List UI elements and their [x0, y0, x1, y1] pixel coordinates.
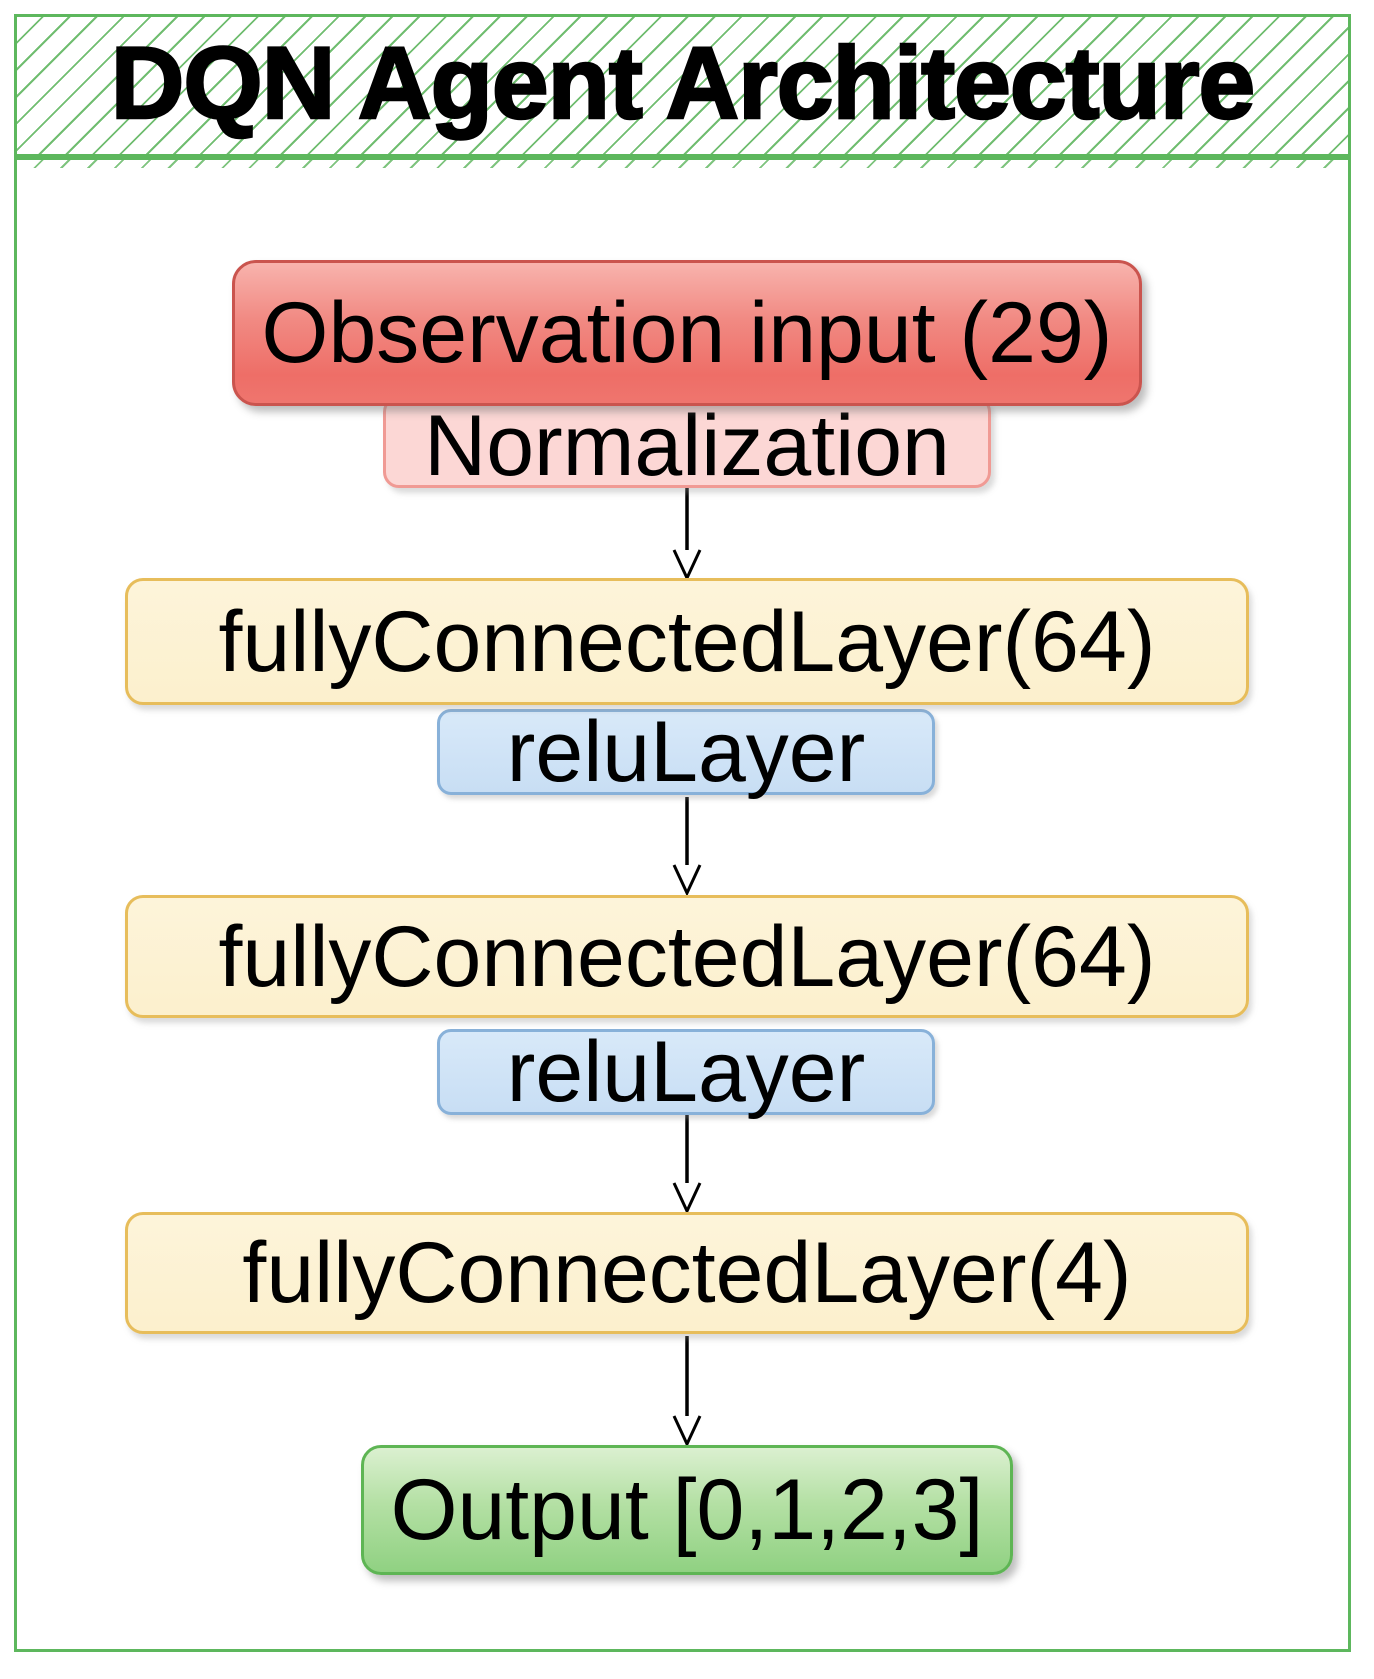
down-arrow-icon [672, 486, 702, 580]
node-normalization: Normalization [383, 396, 991, 494]
down-arrow-icon [672, 797, 702, 895]
node-fully-connected-3-label: fullyConnectedLayer(4) [242, 1225, 1132, 1321]
node-output-label: Output [0,1,2,3] [390, 1462, 984, 1558]
node-relu-2: reluLayer [437, 1029, 935, 1115]
node-fully-connected-2: fullyConnectedLayer(64) [125, 895, 1249, 1018]
node-relu-1-label: reluLayer [506, 704, 866, 800]
node-fully-connected-1-label: fullyConnectedLayer(64) [218, 593, 1156, 690]
node-observation-input-label: Observation input (29) [261, 285, 1113, 381]
node-fully-connected-3: fullyConnectedLayer(4) [125, 1212, 1249, 1334]
down-arrow-icon [672, 1115, 702, 1213]
down-arrow-icon [672, 1336, 702, 1446]
node-normalization-label: Normalization [424, 398, 950, 494]
node-observation-input: Observation input (29) [232, 260, 1142, 406]
node-fully-connected-1: fullyConnectedLayer(64) [125, 578, 1249, 705]
node-output: Output [0,1,2,3] [361, 1445, 1013, 1575]
node-fully-connected-2-label: fullyConnectedLayer(64) [218, 908, 1156, 1005]
flow-arrow-1 [665, 486, 709, 580]
node-relu-2-label: reluLayer [506, 1024, 866, 1120]
flow-arrow-4 [665, 1336, 709, 1446]
node-relu-1: reluLayer [437, 709, 935, 795]
flow-arrow-3 [665, 1115, 709, 1213]
title-bar: DQN Agent Architecture [14, 14, 1351, 160]
diagram-title: DQN Agent Architecture [109, 25, 1256, 140]
flow-arrow-2 [665, 797, 709, 895]
hatch-tick-strip [17, 160, 1348, 168]
